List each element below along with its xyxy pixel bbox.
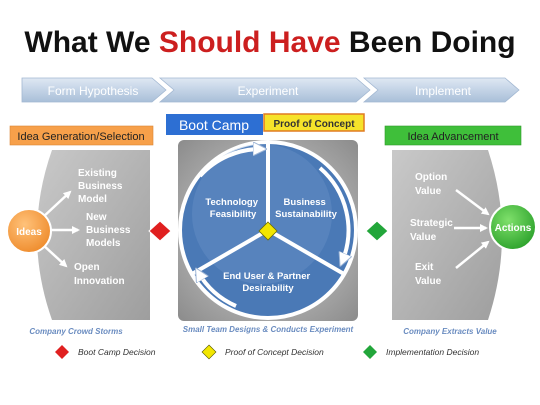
boot-camp-label: Boot Camp — [179, 117, 249, 133]
center-panel: Technology Feasibility Business Sustaina… — [178, 140, 358, 334]
phase-arrows: Form Hypothesis Experiment Implement — [21, 77, 520, 103]
left-arrow-1 — [41, 190, 72, 219]
right-caption: Company Extracts Value — [403, 327, 497, 336]
phase-label-form-hypothesis: Form Hypothesis — [48, 84, 139, 98]
right-item-exit-value: Exit Value — [415, 262, 442, 287]
wheel-arrow-bottom — [198, 272, 237, 308]
legend-diamond-proof-of-concept — [201, 344, 217, 360]
wheel-arrow-top — [198, 149, 262, 178]
phase-label-experiment: Experiment — [238, 84, 299, 98]
boot-camp-box — [166, 114, 263, 135]
left-item-open-innovation: Open Innovation — [74, 262, 125, 287]
ideas-circle — [6, 208, 52, 254]
right-panel: Option Value Strategic Value Exit Value … — [392, 150, 537, 336]
phase-arrow-form-hypothesis — [21, 77, 167, 103]
legend-diamond-implementation — [363, 345, 377, 359]
boot-camp-decision-diamond — [148, 220, 172, 242]
right-arrow-1 — [455, 189, 490, 216]
left-item-new-business-models: New Business Models — [86, 212, 133, 249]
segment-end-user-partner-desirability: End User & Partner Desirability — [223, 271, 313, 294]
right-item-strategic-value: Strategic Value — [410, 218, 456, 243]
title-part-3: Been Doing — [341, 26, 516, 59]
phase-label-implement: Implement — [415, 84, 472, 98]
wheel-divider-left — [190, 228, 270, 276]
segment-business-sustainability: Business Sustainability — [275, 197, 337, 220]
title-part-1: What We — [24, 26, 158, 59]
title-part-2: Should Have — [159, 26, 341, 59]
left-caption: Company Crowd Storms — [29, 327, 123, 336]
ideas-label: Ideas — [16, 227, 42, 238]
phase-arrow-implement — [362, 77, 520, 103]
legend-label-proof-of-concept: Proof of Concept Decision — [225, 347, 324, 357]
proof-of-concept-decision-diamond — [258, 221, 278, 241]
legend-label-implementation: Implementation Decision — [386, 347, 479, 357]
left-panel: Existing Business Model New Business Mod… — [6, 150, 150, 336]
actions-label: Actions — [495, 223, 532, 234]
phase-arrow-experiment — [158, 77, 371, 103]
right-header-box — [384, 125, 522, 146]
proof-of-concept-label: Proof of Concept — [273, 119, 355, 130]
page-title: What We Should Have Been Doing — [24, 26, 515, 59]
wheel-divider-right — [266, 228, 346, 276]
legend-label-boot-camp: Boot Camp Decision — [78, 347, 156, 357]
implementation-decision-diamond — [365, 220, 389, 242]
wheel-arrow-right — [318, 166, 348, 262]
proof-of-concept-box — [263, 113, 365, 132]
segment-technology-feasibility: Technology Feasibility — [205, 197, 260, 220]
left-header-box — [9, 125, 154, 146]
legend: Boot Camp Decision Proof of Concept Deci… — [55, 344, 479, 360]
left-arrow-3 — [41, 243, 68, 268]
left-header-label: Idea Generation/Selection — [17, 131, 144, 143]
right-panel-shape — [392, 150, 502, 320]
center-caption: Small Team Designs & Conducts Experiment — [183, 325, 354, 334]
right-arrow-3 — [455, 240, 490, 269]
right-item-option-value: Option Value — [415, 172, 450, 197]
legend-diamond-boot-camp — [55, 345, 69, 359]
actions-circle — [489, 203, 537, 251]
left-item-existing-business-model: Existing Business Model — [78, 168, 125, 205]
right-header-label: Idea Advancement — [407, 131, 498, 143]
